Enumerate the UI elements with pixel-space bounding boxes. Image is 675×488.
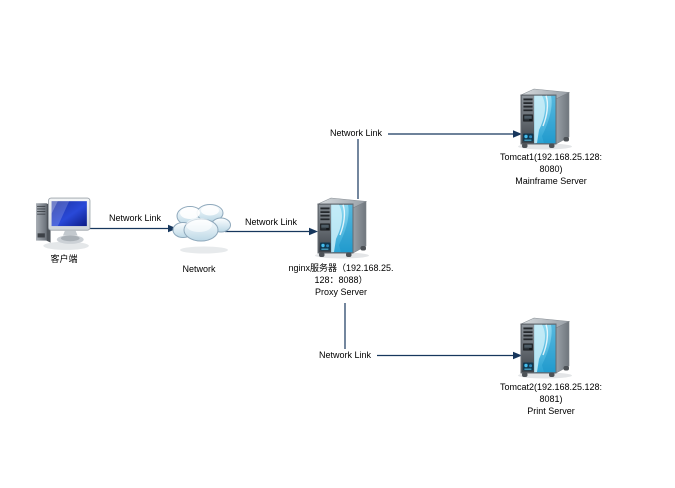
tomcat2-node-label: Tomcat2(192.168.25.128: 8081) Print Serv…	[476, 381, 626, 417]
tomcat2-label-line2: 8081)	[539, 394, 563, 404]
arrowhead-icon	[168, 224, 177, 233]
tomcat1-node-label: Tomcat1(192.168.25.128: 8080) Mainframe …	[476, 151, 626, 187]
link-label-proxy-to-tomcat2: Network Link	[313, 349, 377, 361]
tower-server-icon	[514, 315, 576, 379]
tomcat1-label-line2: 8080)	[539, 164, 563, 174]
client-node-label: 客户端	[24, 253, 104, 265]
tower-server-icon	[514, 86, 576, 150]
tower-server-icon	[312, 195, 372, 259]
link-line	[344, 303, 513, 357]
tomcat1-label-line1: Tomcat1(192.168.25.128:	[499, 152, 603, 162]
link-label-network-to-proxy: Network Link	[239, 216, 303, 228]
arrowhead-icon	[309, 227, 318, 236]
proxy-label-line3: Proxy Server	[314, 287, 367, 297]
tomcat1-label-line3: Mainframe Server	[515, 176, 587, 186]
desktop-computer-icon	[35, 197, 91, 251]
link-label-client-to-network: Network Link	[103, 212, 167, 224]
proxy-node-label: nginx服务器（192.168.25. 128：8088） Proxy Ser…	[266, 262, 416, 298]
tomcat2-label-line1: Tomcat2(192.168.25.128:	[499, 382, 603, 392]
link-client-to-network	[89, 224, 177, 233]
cloud-icon	[170, 200, 234, 256]
proxy-label-line1: nginx服务器（192.168.25.	[288, 263, 394, 273]
network-node-label: Network	[159, 263, 239, 275]
link-label-proxy-to-tomcat1: Network Link	[324, 127, 388, 139]
link-network-to-proxy	[225, 227, 318, 236]
tomcat2-label-line3: Print Server	[527, 406, 575, 416]
arrowhead-icon	[513, 130, 522, 138]
arrowhead-icon	[513, 351, 522, 360]
proxy-label-line2: 128：8088）	[314, 275, 368, 285]
